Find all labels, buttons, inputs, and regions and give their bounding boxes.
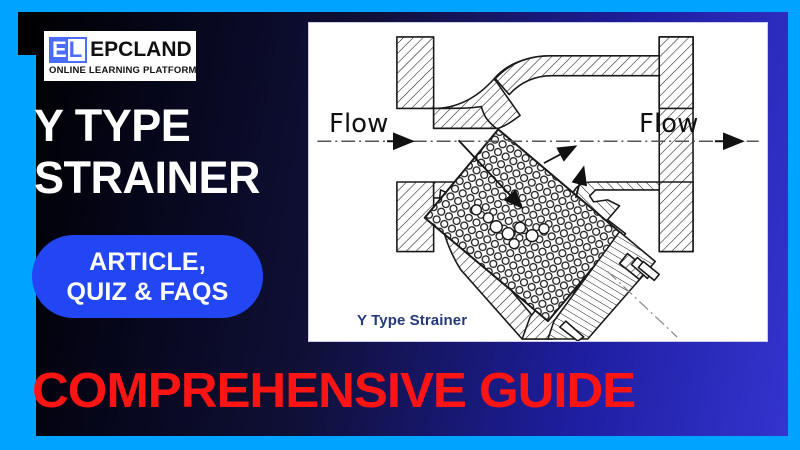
subtitle-banner: COMPREHENSIVE GUIDE — [32, 364, 636, 418]
logo-brand-name: EPCLAND — [90, 38, 192, 61]
badge-line-2: QUIZ & FAQS — [66, 277, 229, 306]
background-gradient: E L EPCLAND ONLINE LEARNING PLATFORM Y T… — [18, 12, 788, 436]
logo-letter-l: L — [67, 37, 88, 63]
logo-letter-e: E — [49, 37, 68, 63]
brand-logo[interactable]: E L EPCLAND ONLINE LEARNING PLATFORM — [44, 31, 196, 81]
flow-inlet-label: Flow — [329, 109, 389, 139]
badge-line-1: ARTICLE, — [89, 247, 206, 276]
page-title-line-2: STRAINER — [34, 152, 261, 203]
logo-wordmark-row: E L EPCLAND — [49, 36, 192, 64]
figure-caption: Y Type Strainer — [357, 312, 468, 329]
logo-tagline: ONLINE LEARNING PLATFORM — [49, 65, 197, 76]
page-title: Y TYPE STRAINER — [34, 100, 334, 204]
content-type-badge[interactable]: ARTICLE, QUIZ & FAQS — [32, 235, 263, 318]
left-accent-notch — [18, 24, 36, 55]
el-monogram-icon: E L — [49, 37, 88, 63]
y-strainer-diagram — [309, 23, 767, 341]
left-accent-bar — [18, 55, 36, 436]
page-title-line-1: Y TYPE — [34, 100, 191, 151]
flow-outlet-label: Flow — [639, 109, 699, 139]
figure-panel[interactable]: Flow Flow Y Type Strainer — [308, 22, 768, 342]
